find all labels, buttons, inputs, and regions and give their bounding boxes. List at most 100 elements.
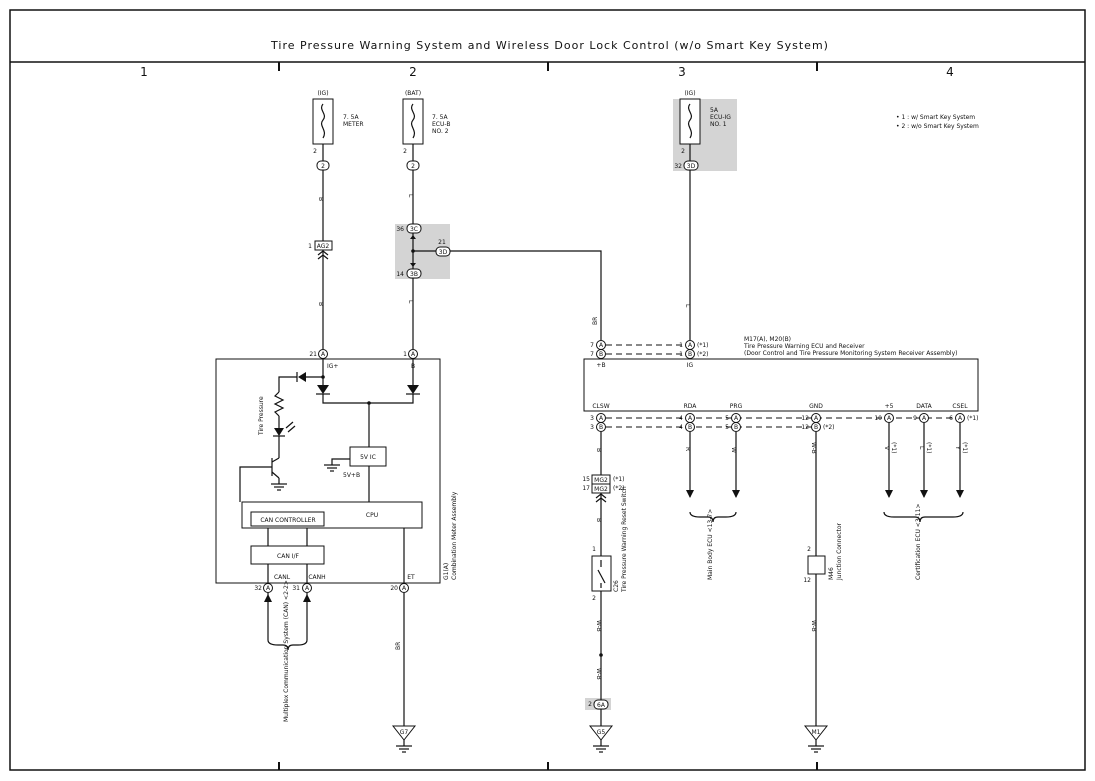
svg-text:(*2): (*2) [823,424,835,431]
svg-text:A: A [321,351,326,358]
svg-text:B: B [317,302,324,306]
svg-text:(*2): (*2) [697,351,709,358]
svg-text:A: A [411,351,416,358]
svg-text:B: B [688,351,692,358]
svg-text:+5: +5 [885,403,894,410]
svg-text:1: 1 [679,342,683,349]
svg-text:NO. 2: NO. 2 [432,128,449,135]
svg-text:V: V [883,446,890,451]
svg-text:A: A [958,415,963,422]
svg-text:17: 17 [582,485,590,492]
svg-text:9: 9 [913,415,917,422]
svg-text:IG+: IG+ [327,363,338,370]
svg-text:CAN CONTROLLER: CAN CONTROLLER [260,517,315,524]
ground-m1: M1 [803,725,829,753]
svg-text:20: 20 [390,585,398,592]
column-number: 3 [678,65,686,79]
svg-text:3: 3 [590,415,594,422]
svg-text:A: A [599,342,604,349]
svg-text:CPU: CPU [366,512,378,519]
svg-text:(BAT): (BAT) [405,90,421,97]
svg-text:+B: +B [596,362,605,369]
svg-text:7: 7 [590,342,594,349]
svg-text:CANH: CANH [308,574,325,581]
svg-text:R: R [684,447,691,451]
svg-text:6A: 6A [597,702,606,709]
svg-text:3D: 3D [439,249,448,256]
svg-text:(*1): (*1) [961,442,968,454]
svg-text:2: 2 [411,163,415,170]
svg-text:ECU-B: ECU-B [432,121,450,128]
svg-text:Tire Pressure: Tire Pressure [258,396,265,436]
svg-text:W-B: W-B [810,620,817,632]
junction-block: 36 3C 21 3D 14 3B [396,223,451,279]
svg-text:2: 2 [321,163,325,170]
column-number: 2 [409,65,417,79]
svg-text:21: 21 [438,239,446,246]
svg-text:(*1): (*1) [967,415,979,422]
svg-text:5A: 5A [710,107,719,114]
svg-text:G7: G7 [400,729,409,736]
svg-text:7: 7 [590,351,594,358]
ref-multiplex: Multiplex Communication System (CAN) <2-… [283,580,290,722]
svg-text:1: 1 [308,243,312,250]
ref-main-body-ecu: Main Body ECU <13-7> [707,509,714,580]
svg-text:A: A [688,415,693,422]
svg-text:(IG): (IG) [317,90,328,97]
connector-6a: 2 6A [588,699,609,710]
svg-text:C26: C26 [613,580,620,592]
svg-text:BR: BR [592,317,599,325]
svg-text:21: 21 [309,351,317,358]
svg-text:Junction Connector: Junction Connector [836,522,843,581]
svg-text:32: 32 [254,585,262,592]
svg-text:7. 5A: 7. 5A [432,114,448,121]
svg-text:2: 2 [403,148,407,155]
svg-text:A: A [688,342,693,349]
svg-text:7. 5A: 7. 5A [343,114,359,121]
svg-text:14: 14 [396,271,404,278]
svg-text:31: 31 [292,585,300,592]
svg-text:5: 5 [725,415,729,422]
svg-text:12: 12 [801,415,809,422]
svg-text:W-B: W-B [595,668,602,680]
svg-text:12: 12 [803,577,811,584]
svg-text:(*2): (*2) [613,485,625,492]
svg-text:L: L [407,194,414,198]
svg-text:12: 12 [801,424,809,431]
connector-ag2: 1 AG2 [308,240,333,260]
legend-item: • 2 : w/o Smart Key System [896,123,979,130]
svg-text:Tire Pressure Warning Reset Sw: Tire Pressure Warning Reset Switch [621,486,628,593]
svg-text:DATA: DATA [916,403,932,410]
svg-text:3: 3 [590,424,594,431]
svg-text:A: A [814,415,819,422]
svg-text:W-B: W-B [810,442,817,454]
svg-text:10: 10 [874,415,882,422]
svg-text:CANL: CANL [274,574,291,581]
svg-text:15: 15 [582,476,590,483]
svg-text:6: 6 [949,415,953,422]
svg-text:B: B [595,518,602,522]
svg-text:B: B [688,424,692,431]
svg-text:5V+B: 5V+B [343,472,360,479]
svg-text:B: B [599,424,603,431]
svg-text:B: B [595,448,602,452]
svg-text:CLSW: CLSW [592,403,609,410]
svg-text:IG: IG [687,362,694,369]
svg-text:M17(A), M20(B): M17(A), M20(B) [744,336,791,343]
svg-text:M46: M46 [828,567,835,580]
reset-switch: 1 2 C26 Tire Pressure Warning Reset Swit… [591,486,628,602]
svg-text:(*1): (*1) [890,442,897,454]
svg-text:L: L [684,304,691,308]
svg-text:36: 36 [396,226,404,233]
svg-text:L: L [918,446,925,450]
svg-text:A: A [887,415,892,422]
svg-text:G1(A): G1(A) [443,563,450,580]
svg-text:(*1): (*1) [925,442,932,454]
svg-text:(Door Control and Tire Pressur: (Door Control and Tire Pressure Monitori… [744,350,957,357]
svg-text:MG2: MG2 [594,486,608,493]
svg-text:RDA: RDA [684,403,698,410]
column-markers: 1 2 3 4 [140,62,954,770]
svg-text:MG2: MG2 [594,477,608,484]
fuse-ecu-b: (BAT) 7. 5A ECU-B NO. 2 2 2 [402,90,450,171]
